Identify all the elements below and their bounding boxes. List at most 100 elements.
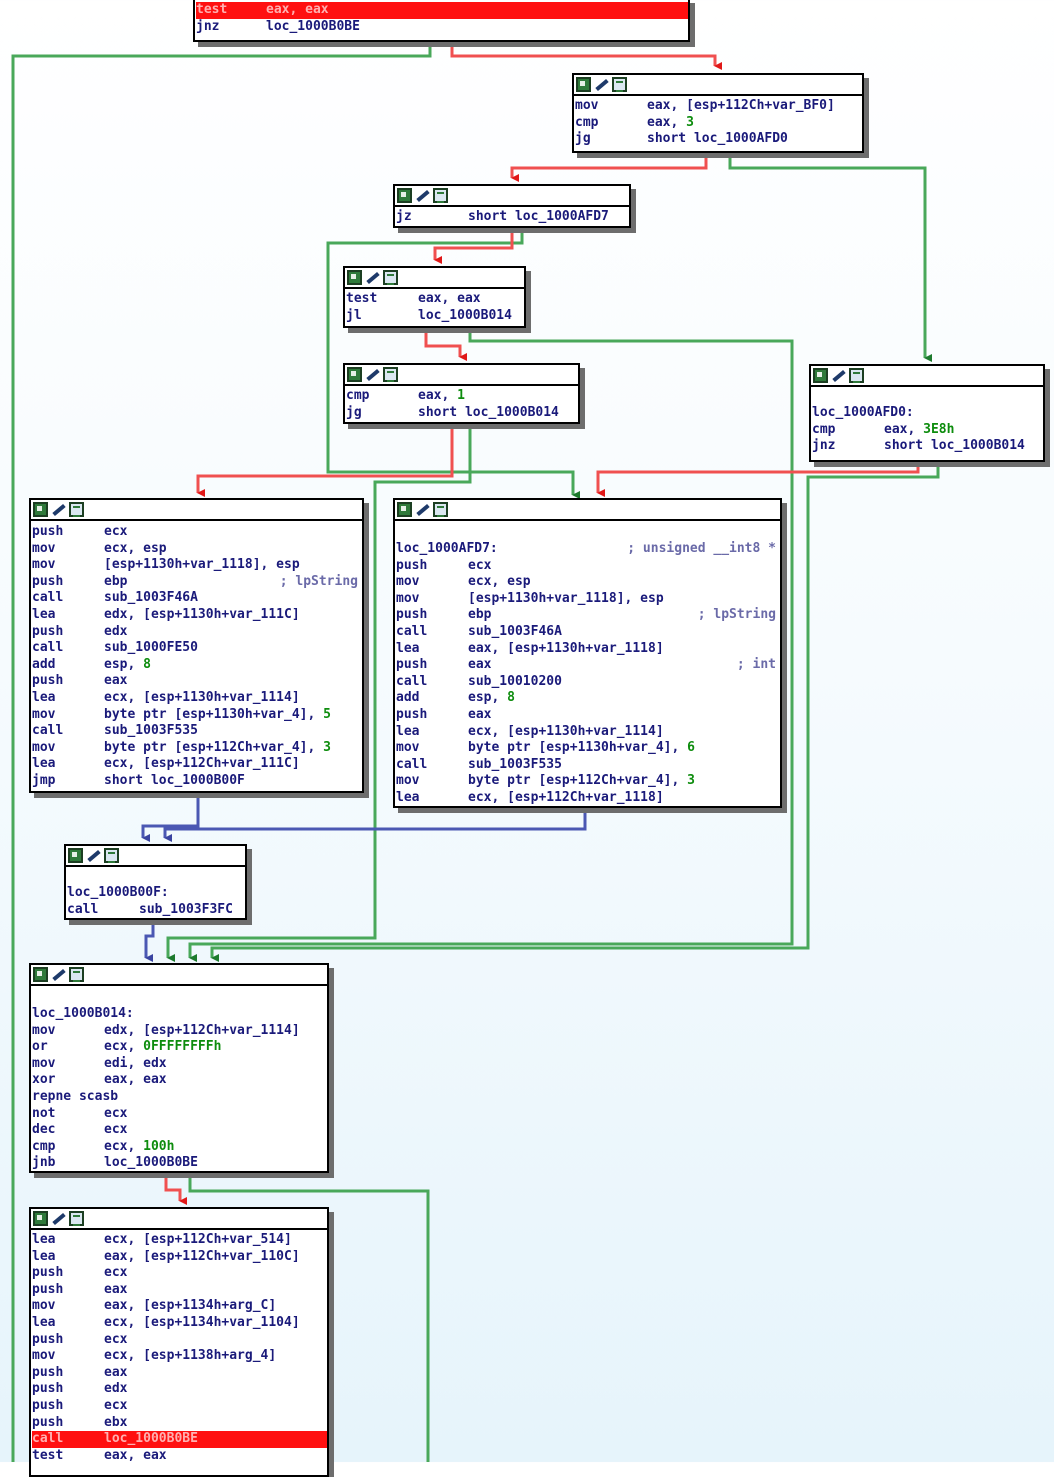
operands[interactable]: eax, [esp+112Ch+var_110C] xyxy=(104,1248,300,1264)
rename-pencil-icon[interactable] xyxy=(415,188,430,203)
graph-view-icon[interactable] xyxy=(33,502,48,517)
operands[interactable]: loc_1000B0BE xyxy=(104,1155,198,1171)
operands[interactable]: edx xyxy=(104,1381,128,1397)
operands[interactable]: eax, 1 xyxy=(418,388,465,403)
operands[interactable]: ecx, esp xyxy=(104,540,167,556)
operands[interactable]: ecx xyxy=(104,524,128,539)
operands[interactable]: eax, 3E8h xyxy=(884,421,955,437)
code-label-line[interactable]: loc_1000AFD7:; unsigned __int8 * xyxy=(396,541,780,558)
instructions-list-icon[interactable] xyxy=(383,270,398,285)
graph-view-icon[interactable] xyxy=(347,270,362,285)
operands[interactable]: [esp+1130h+var_1118], esp xyxy=(104,557,300,573)
rename-pencil-icon[interactable] xyxy=(86,848,101,863)
instructions-list-icon[interactable] xyxy=(849,368,864,383)
instructions-list-icon[interactable] xyxy=(104,848,119,863)
operands[interactable]: ecx, [esp+112Ch+var_1118] xyxy=(468,789,664,805)
operands[interactable]: edx, [esp+1130h+var_111C] xyxy=(104,606,300,622)
code-label-line[interactable]: loc_1000AFD0: xyxy=(812,405,1043,422)
location-label[interactable]: loc_1000B00F: xyxy=(67,885,169,900)
rename-pencil-icon[interactable] xyxy=(594,77,609,92)
operands[interactable]: eax, [esp+1134h+arg_C] xyxy=(104,1298,277,1314)
operands[interactable]: ecx, 100h xyxy=(104,1138,175,1154)
operands[interactable]: sub_1003F535 xyxy=(468,756,562,772)
instructions-list-icon[interactable] xyxy=(69,502,84,517)
instructions-list-icon[interactable] xyxy=(69,1211,84,1226)
operands[interactable]: ecx xyxy=(104,1397,128,1413)
operands[interactable]: eax xyxy=(104,1364,128,1380)
operands[interactable]: eax, eax xyxy=(104,1447,167,1463)
rename-pencil-icon[interactable] xyxy=(51,1211,66,1226)
operands[interactable]: loc_1000B0BE xyxy=(266,18,360,34)
operands[interactable]: byte ptr [esp+112Ch+var_4], 3 xyxy=(104,739,331,755)
graph-view-icon[interactable] xyxy=(397,502,412,517)
operands[interactable]: short loc_1000AFD0 xyxy=(647,131,788,147)
operands[interactable]: eax xyxy=(468,657,492,673)
code-label-line[interactable]: loc_1000B014: xyxy=(32,1006,327,1023)
operands[interactable]: edx xyxy=(104,623,128,639)
operands[interactable]: sub_1003F46A xyxy=(468,623,562,639)
rename-pencil-icon[interactable] xyxy=(831,368,846,383)
operands[interactable]: ecx xyxy=(468,557,492,573)
operands[interactable]: esp, 8 xyxy=(104,656,151,672)
operands[interactable]: ecx xyxy=(104,1265,128,1281)
graph-view-icon[interactable] xyxy=(576,77,591,92)
graph-view-icon[interactable] xyxy=(33,1211,48,1226)
operands[interactable]: eax, 3 xyxy=(647,114,694,130)
operands[interactable]: ecx xyxy=(104,1105,128,1121)
operands[interactable]: eax, eax xyxy=(266,2,329,17)
operands[interactable]: byte ptr [esp+1130h+var_4], 5 xyxy=(104,706,331,722)
operands[interactable]: eax xyxy=(104,673,128,689)
operands[interactable]: eax, eax xyxy=(418,291,481,306)
location-label[interactable]: loc_1000AFD0: xyxy=(812,405,914,420)
graph-view-icon[interactable] xyxy=(347,367,362,382)
operands[interactable]: byte ptr [esp+1130h+var_4], 6 xyxy=(468,740,695,756)
operands[interactable]: ecx, [esp+112Ch+var_514] xyxy=(104,1232,292,1247)
operands[interactable]: eax xyxy=(104,1281,128,1297)
operands[interactable]: short loc_1000AFD7 xyxy=(468,209,609,224)
instructions-list-icon[interactable] xyxy=(433,502,448,517)
operands[interactable]: ebp xyxy=(104,573,128,589)
